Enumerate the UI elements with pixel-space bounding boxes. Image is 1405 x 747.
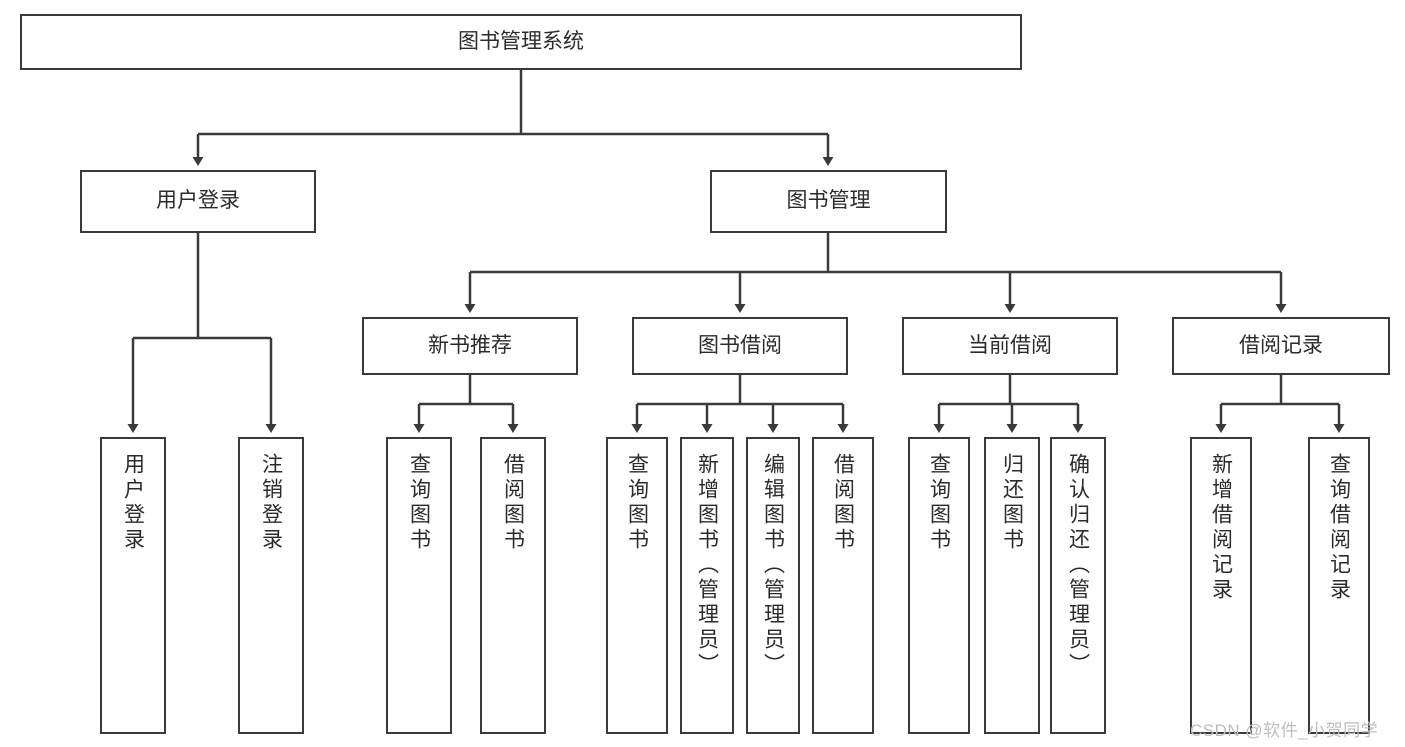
- node-label: 图书借阅: [698, 333, 782, 357]
- node-label: 新增图书（管理员）: [695, 453, 719, 678]
- node-label: 查询图书: [625, 453, 649, 553]
- node-leaf-query-book-1[interactable]: 查询图书: [386, 437, 452, 734]
- node-book-borrow[interactable]: 图书借阅: [632, 317, 848, 375]
- node-label: 借阅图书: [501, 453, 525, 553]
- node-label: 用户登录: [156, 189, 240, 213]
- node-current-borrow[interactable]: 当前借阅: [902, 317, 1118, 375]
- node-leaf-return-book[interactable]: 归还图书: [984, 437, 1040, 734]
- node-leaf-query-book-3[interactable]: 查询图书: [908, 437, 970, 734]
- node-borrow-record[interactable]: 借阅记录: [1172, 317, 1390, 375]
- node-leaf-add-record[interactable]: 新增借阅记录: [1190, 437, 1252, 734]
- node-label: 借阅图书: [831, 453, 855, 553]
- node-book-manage[interactable]: 图书管理: [710, 170, 947, 233]
- node-label: 确认归还（管理员）: [1066, 453, 1090, 678]
- node-label: 编辑图书（管理员）: [761, 453, 785, 678]
- node-label: 图书管理系统: [458, 29, 584, 53]
- node-leaf-borrow-book-1[interactable]: 借阅图书: [480, 437, 546, 734]
- node-user-login[interactable]: 用户登录: [80, 170, 316, 233]
- node-label: 新书推荐: [428, 333, 512, 357]
- node-label: 用户登录: [121, 453, 145, 553]
- node-label: 归还图书: [1000, 453, 1024, 553]
- node-leaf-add-book[interactable]: 新增图书（管理员）: [680, 437, 734, 734]
- node-new-book-rec[interactable]: 新书推荐: [362, 317, 578, 375]
- node-leaf-confirm-return[interactable]: 确认归还（管理员）: [1050, 437, 1106, 734]
- node-leaf-user-login[interactable]: 用户登录: [100, 437, 166, 734]
- node-label: 查询借阅记录: [1327, 453, 1351, 603]
- node-root[interactable]: 图书管理系统: [20, 14, 1022, 70]
- node-leaf-query-book-2[interactable]: 查询图书: [606, 437, 668, 734]
- node-label: 新增借阅记录: [1209, 453, 1233, 603]
- node-leaf-borrow-book-2[interactable]: 借阅图书: [812, 437, 874, 734]
- node-label: 注销登录: [259, 453, 283, 553]
- node-label: 查询图书: [927, 453, 951, 553]
- node-label: 借阅记录: [1239, 333, 1323, 357]
- node-label: 图书管理: [786, 189, 871, 213]
- node-leaf-query-record[interactable]: 查询借阅记录: [1308, 437, 1370, 734]
- node-leaf-logout[interactable]: 注销登录: [238, 437, 304, 734]
- node-label: 当前借阅: [968, 333, 1052, 357]
- csdn-watermark: CSDN @软件_小贺同学: [1190, 721, 1379, 740]
- node-label: 查询图书: [407, 453, 431, 553]
- node-leaf-edit-book[interactable]: 编辑图书（管理员）: [746, 437, 800, 734]
